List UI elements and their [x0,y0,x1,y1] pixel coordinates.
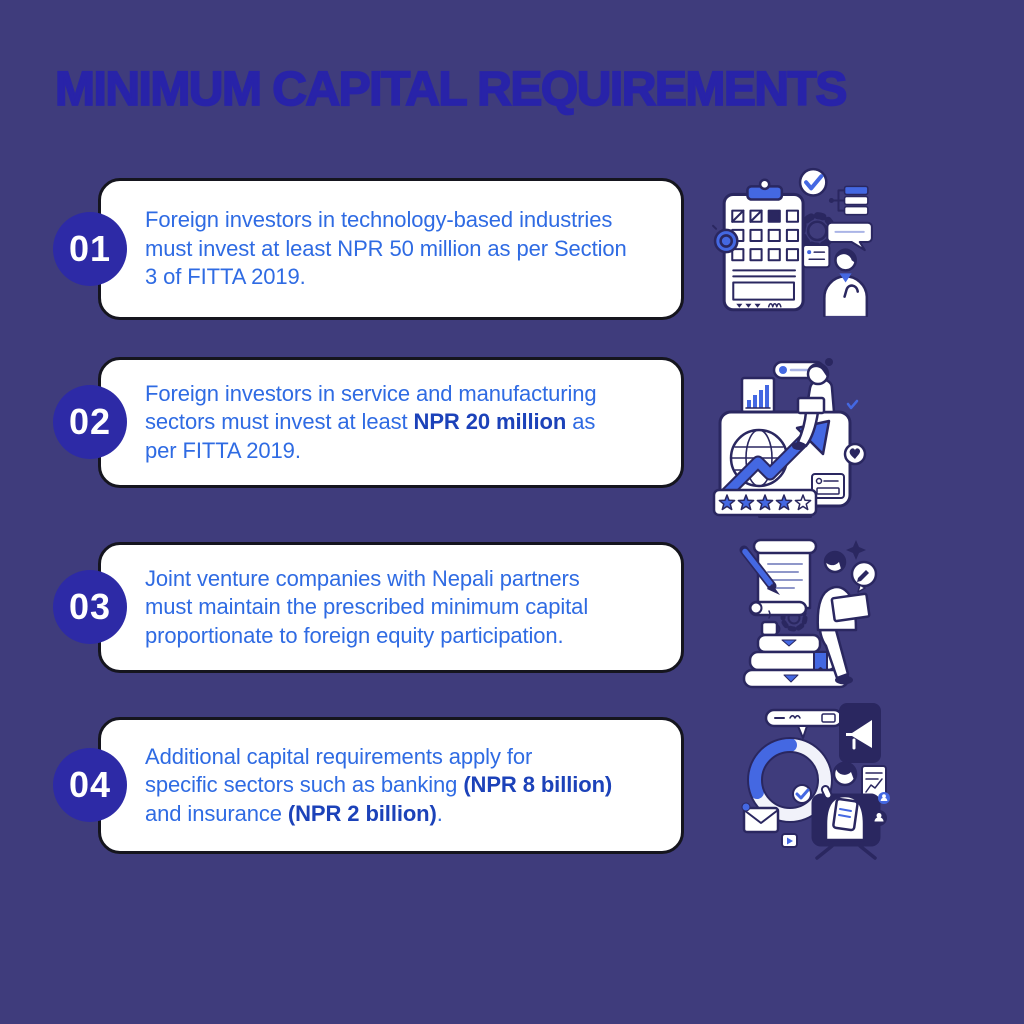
growth-monitor-illustration [712,358,867,518]
step-text-segment: . [436,800,443,826]
step-text-highlight: (NPR 2 billion) [287,800,437,826]
step-card: Foreign investors in technology-based in… [98,178,684,320]
clipboard-checklist-illustration [712,167,873,318]
books-study-illustration [739,538,878,689]
step-text-segment: Foreign investors in service and manufac… [145,380,597,435]
step-number-badge: 01 [53,212,127,286]
step-card: Joint venture companies with Nepali part… [98,542,684,673]
step-text: Foreign investors in service and manufac… [101,380,597,466]
step-card: Foreign investors in service and manufac… [98,357,684,488]
broadcast-marketing-illustration [741,703,890,860]
page-title: MINIMUM CAPITAL REQUIREMENTS [54,62,848,117]
step-text-highlight: (NPR 8 billion) [463,772,613,798]
step-text: Additional capital requirements apply fo… [101,743,612,829]
step-text: Joint venture companies with Nepali part… [101,565,588,651]
step-text-segment: Additional capital requirements apply fo… [145,743,533,798]
step-text-segment: Foreign investors in technology-based in… [145,207,627,290]
step-card: Additional capital requirements apply fo… [98,717,684,854]
step-text: Foreign investors in technology-based in… [101,206,627,292]
step-text-segment: and insurance [145,800,282,826]
step-number-badge: 02 [53,385,127,459]
step-text-segment: as per FITTA 2019. [145,409,596,463]
step-number-badge: 04 [53,748,127,822]
step-number-badge: 03 [53,570,127,644]
step-text-segment: Joint venture companies with Nepali part… [145,565,589,648]
step-text-highlight: NPR 20 million [413,409,567,435]
